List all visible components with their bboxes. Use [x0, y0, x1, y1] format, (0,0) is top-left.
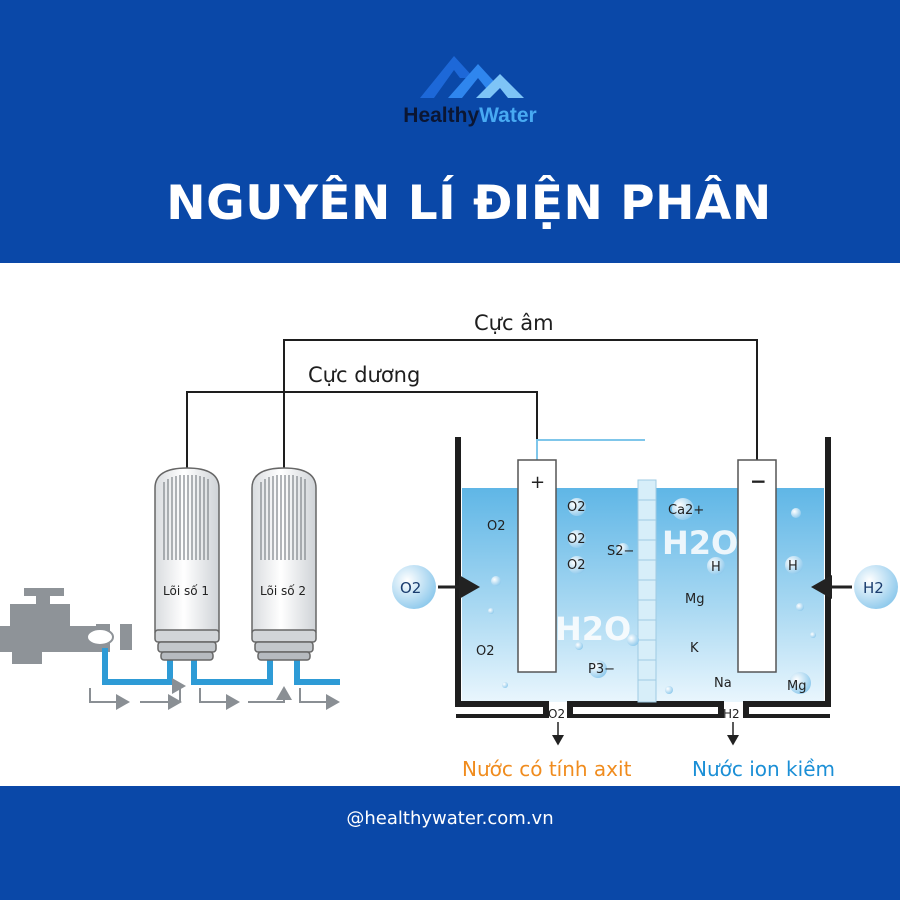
- o2-bubble: [392, 565, 436, 609]
- electrode-connector: [536, 439, 645, 460]
- filter-1-label: Lõi số 1: [163, 584, 209, 598]
- brand-name-part1: Healthy: [403, 104, 480, 127]
- h2-bubble: [854, 565, 898, 609]
- tank-wall: [455, 437, 831, 718]
- particle-o2: O2: [567, 532, 586, 547]
- filter-cartridge-1: [154, 467, 220, 661]
- plus-sign: +: [530, 472, 545, 493]
- outlet-h2-label: H2: [723, 707, 740, 721]
- particle-o2: O2: [476, 644, 495, 659]
- particle-o2: O2: [567, 558, 586, 573]
- water-pipe: [191, 652, 273, 685]
- particle-na: Na: [714, 676, 732, 691]
- faucet-icon: [0, 588, 132, 664]
- minus-sign: −: [750, 469, 767, 493]
- o2-label: O2: [400, 579, 421, 597]
- particle-s2: S2−: [607, 544, 634, 559]
- acid-water-label: Nước có tính axit: [462, 757, 632, 781]
- h2-label: H2: [863, 579, 884, 597]
- particle-p3: P3−: [588, 662, 615, 677]
- alkaline-water-label: Nước ion kiềm: [692, 757, 835, 781]
- particle-h2o-left: H2O: [555, 610, 631, 648]
- anode-plate: [517, 459, 557, 673]
- page-title: NGUYÊN LÍ ĐIỆN PHÂN: [166, 176, 772, 231]
- particle-h: H: [711, 560, 721, 575]
- particle-h: H: [788, 559, 798, 574]
- cathode-plate: [737, 459, 777, 673]
- faucet-valve: [86, 628, 114, 646]
- footer-band: [0, 786, 900, 900]
- particle-o2: O2: [487, 519, 506, 534]
- particle-mg: Mg: [685, 592, 704, 607]
- particle-o2: O2: [567, 500, 586, 515]
- header-band: [0, 0, 900, 263]
- filter-cartridge-2: [251, 467, 317, 661]
- particle-h2o-right: H2O: [662, 524, 738, 562]
- outlet-o2-label: O2: [548, 707, 565, 721]
- water-pipe: [294, 652, 340, 685]
- particle-mg: Mg: [787, 679, 806, 694]
- electrolysis-diagram: Cực âm Cực dương + − O2 O2 O2 O2 O2 S2− …: [0, 311, 898, 781]
- label-negative-pole: Cực âm: [474, 311, 554, 335]
- brand-name-part2: Water: [479, 104, 537, 127]
- negative-wire: [283, 339, 758, 470]
- membrane: [637, 479, 657, 703]
- logo-mountain-icon: [420, 56, 524, 98]
- label-positive-pole: Cực dương: [308, 363, 420, 387]
- particle-k: K: [690, 641, 699, 656]
- filter-2-label: Lõi số 2: [260, 584, 306, 598]
- particle-ca: Ca2+: [668, 503, 704, 518]
- footer-website: @healthywater.com.vn: [346, 808, 554, 829]
- positive-wire: [186, 391, 538, 470]
- brand-logo: HealthyWater: [0, 104, 900, 128]
- water-pipe: [102, 648, 173, 685]
